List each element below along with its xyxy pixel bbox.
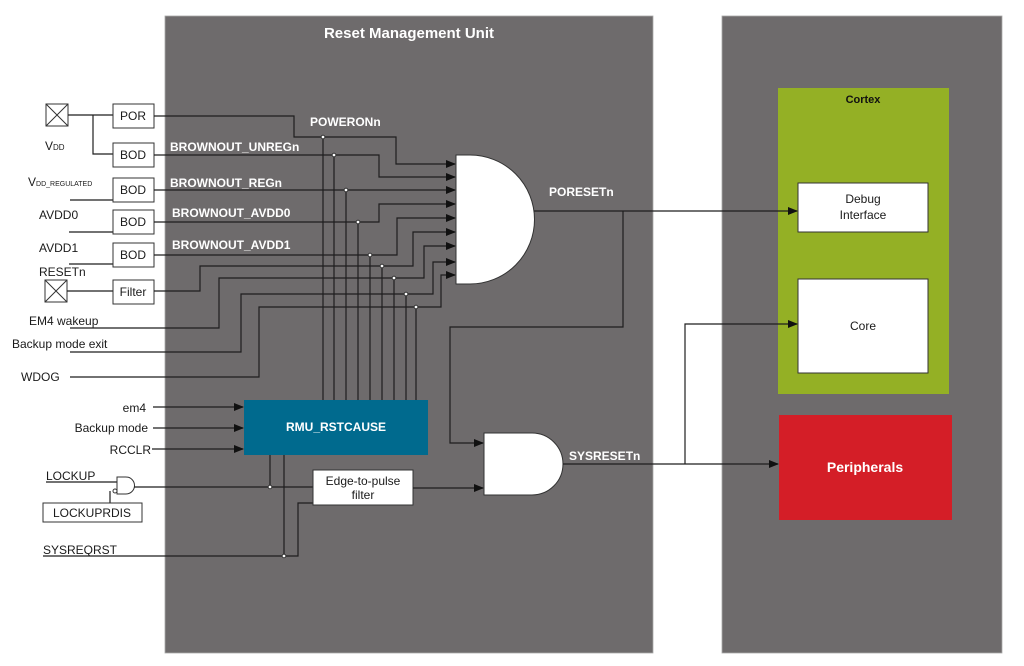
lockup-label: LOCKUP bbox=[46, 469, 95, 483]
edge-filter-label-2: filter bbox=[352, 488, 375, 502]
sysreset-and-gate bbox=[483, 432, 564, 496]
edge-to-pulse-filter-block bbox=[312, 469, 414, 506]
rmu-rstcause-block bbox=[244, 400, 428, 455]
resetn-label: RESETn bbox=[39, 265, 86, 279]
brownout-avdd1-label: BROWNOUT_AVDD1 bbox=[172, 238, 291, 252]
peripherals-block bbox=[779, 415, 952, 520]
debug-label-2: Interface bbox=[840, 208, 887, 222]
brownout-regn-label: BROWNOUT_REGn bbox=[170, 176, 282, 190]
rmu-panel bbox=[164, 15, 654, 654]
por-label: POR bbox=[120, 109, 146, 123]
bod-avdd0-block bbox=[112, 209, 155, 235]
wdog-label: WDOG bbox=[21, 370, 60, 384]
edge-filter-label-1: Edge-to-pulse bbox=[326, 474, 401, 488]
lockuprdis-label: LOCKUPRDIS bbox=[53, 506, 131, 520]
sysreqrst-label: SYSREQRST bbox=[43, 543, 118, 557]
bod-reg-label: BOD bbox=[120, 183, 146, 197]
vdd-regulated-label: VDD_REGULATED bbox=[28, 175, 92, 189]
por-block bbox=[112, 103, 155, 129]
core-block bbox=[797, 278, 929, 374]
filter-label: Filter bbox=[120, 285, 147, 299]
vdd-label: VDD bbox=[45, 139, 65, 153]
backup-mode-exit-label: Backup mode exit bbox=[12, 337, 108, 351]
rcclr-label: RCCLR bbox=[110, 443, 152, 457]
brownout-avdd0-label: BROWNOUT_AVDD0 bbox=[172, 206, 291, 220]
resetn-pad-icon bbox=[44, 279, 68, 303]
bod-unreg-label: BOD bbox=[120, 148, 146, 162]
avdd1-label: AVDD1 bbox=[39, 241, 78, 255]
rmu-rstcause-label: RMU_RSTCAUSE bbox=[286, 420, 386, 434]
rmu-title: Reset Management Unit bbox=[324, 25, 494, 42]
debug-interface-block bbox=[797, 182, 929, 233]
lockup-inverter-bubble bbox=[112, 488, 118, 494]
avdd0-label: AVDD0 bbox=[39, 208, 78, 222]
bod-unreg-block bbox=[112, 142, 155, 168]
peripherals-label: Peripherals bbox=[827, 459, 903, 475]
debug-label-1: Debug bbox=[845, 192, 880, 206]
core-label: Core bbox=[850, 319, 876, 333]
bod-avdd0-label: BOD bbox=[120, 215, 146, 229]
gate-input-wires bbox=[70, 115, 456, 378]
rstcause-tap-wires bbox=[320, 134, 419, 400]
poweronn-label: POWERONn bbox=[310, 115, 381, 129]
bod-reg-block bbox=[112, 177, 155, 203]
lockuprdis-block bbox=[42, 502, 143, 523]
poresetn-label: PORESETn bbox=[549, 185, 614, 199]
bod-avdd1-label: BOD bbox=[120, 248, 146, 262]
backup-mode-label: Backup mode bbox=[75, 421, 149, 435]
vdd-pad-icon bbox=[45, 103, 69, 127]
em4-label: em4 bbox=[123, 401, 147, 415]
filter-block bbox=[112, 279, 155, 305]
lockup-and-gate bbox=[116, 476, 135, 495]
poreset-and-gate bbox=[455, 154, 535, 285]
sysresetn-label: SYSRESETn bbox=[569, 449, 640, 463]
em4-wakeup-label: EM4 wakeup bbox=[29, 314, 99, 328]
brownout-unregn-label: BROWNOUT_UNREGn bbox=[170, 140, 299, 154]
cortex-label: Cortex bbox=[846, 94, 882, 106]
